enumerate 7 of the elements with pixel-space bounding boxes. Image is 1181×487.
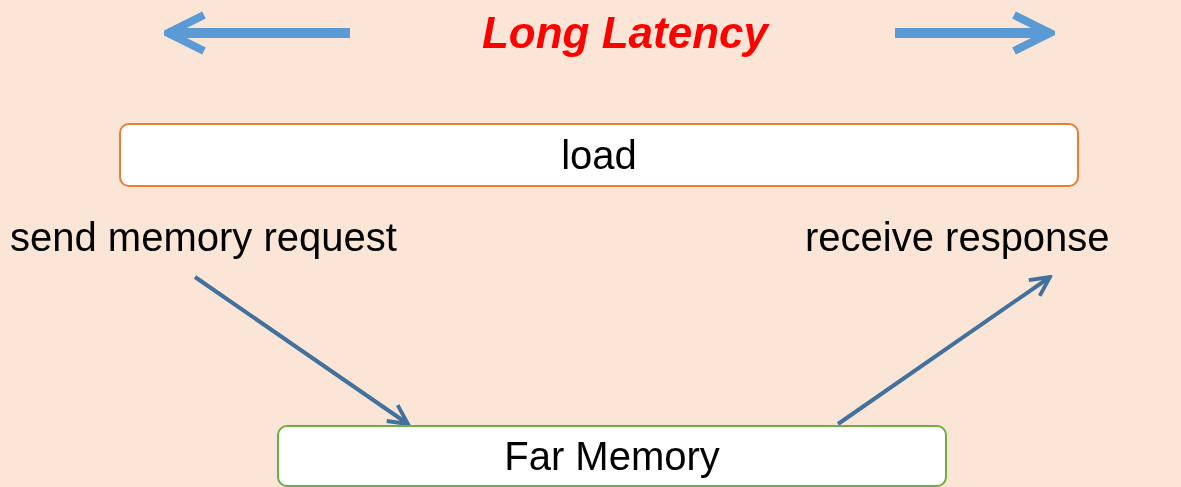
process-box: load bbox=[119, 123, 1079, 187]
process-box: Far Memory bbox=[277, 425, 947, 487]
arrow bbox=[836, 275, 1052, 426]
arrow bbox=[193, 275, 410, 426]
text-label: receive response bbox=[805, 215, 1177, 277]
text-label: send memory request bbox=[10, 215, 485, 277]
title: Long Latency bbox=[481, 8, 771, 58]
